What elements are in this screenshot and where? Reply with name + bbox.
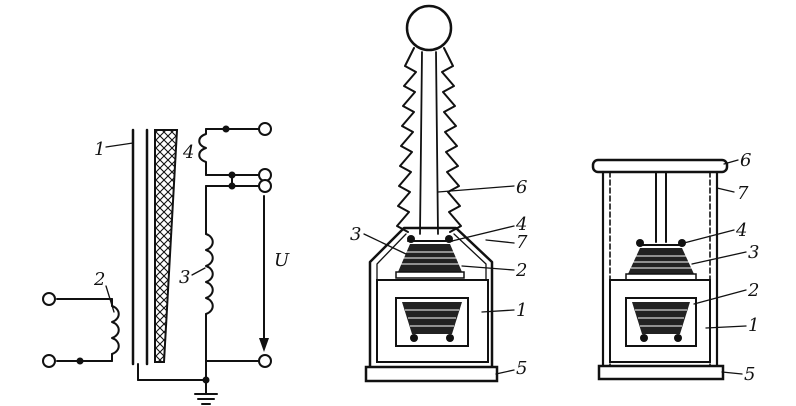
label-tank: 7 [516,232,528,253]
leader-bushing [438,186,514,192]
core-bolt-right [674,334,682,342]
label-core: 1 [516,300,527,321]
core-bolt-left [410,334,418,342]
leader-3 [192,268,205,275]
top-electrode [407,6,451,50]
label-base: 5 [744,364,755,385]
label-exciter: 4 [182,142,194,163]
base-plate [366,367,497,381]
leader-primary [462,266,514,270]
base-plate [599,366,723,379]
voltage-arrow-head [259,338,269,352]
exciter-bolt-left [636,239,644,247]
exciter-bolt-right [445,235,453,243]
label-secondary: 3 [748,242,759,263]
secondary-winding-coil [206,234,213,314]
label-voltage: U [274,250,290,271]
ground-junction-dot [203,377,210,384]
core-bolt-left [640,334,648,342]
label-primary: 2 [747,280,759,301]
winding-stack [628,248,694,274]
schematic-diagram: 1 2 3 4 U [43,123,290,404]
open-unit: 6 7 4 3 2 1 5 [593,150,759,385]
label-base: 5 [516,358,527,379]
exciter-bolt-left [407,235,415,243]
leader-core [706,326,746,328]
label-frame: 7 [737,183,749,204]
cascade-unit: 6 4 7 2 3 1 5 [350,6,528,381]
leader-frame [717,188,734,192]
label-core: 1 [748,315,759,336]
leader-secondary [364,234,406,254]
leader-exciter [684,230,734,243]
graded-insulation [155,130,177,362]
exciter-winding-coil [199,129,206,175]
exciter-terminal-top [259,123,271,135]
bushing-inner-left [420,52,422,234]
label-exciter: 4 [735,220,747,241]
primary-winding-coil [112,306,119,354]
primary-terminal-bottom [43,355,55,367]
label-bushing: 6 [516,177,527,198]
label-secondary: 3 [179,267,190,288]
top-cap [593,160,727,172]
label-primary: 2 [93,269,105,290]
bushing-sheds-right [442,48,461,232]
leader-base [496,370,514,374]
leader-tank [486,240,514,243]
ground-symbol [195,394,217,404]
core-bolt-right [446,334,454,342]
leader-base [722,372,742,374]
label-top-cap: 6 [740,150,751,171]
bushing-sheds-left [397,48,416,232]
bushing-inner-right [436,52,438,234]
label-secondary: 3 [350,224,361,245]
winding-base-plate [396,272,464,278]
label-core: 1 [94,139,105,160]
leader-secondary [692,252,746,264]
ground-terminal [259,355,271,367]
label-primary: 2 [515,260,527,281]
primary-junction-dot [77,358,84,365]
hv-terminal [259,180,271,192]
leader-1 [106,143,133,147]
primary-terminal-top [43,293,55,305]
exciter-junction-dot [223,126,230,133]
